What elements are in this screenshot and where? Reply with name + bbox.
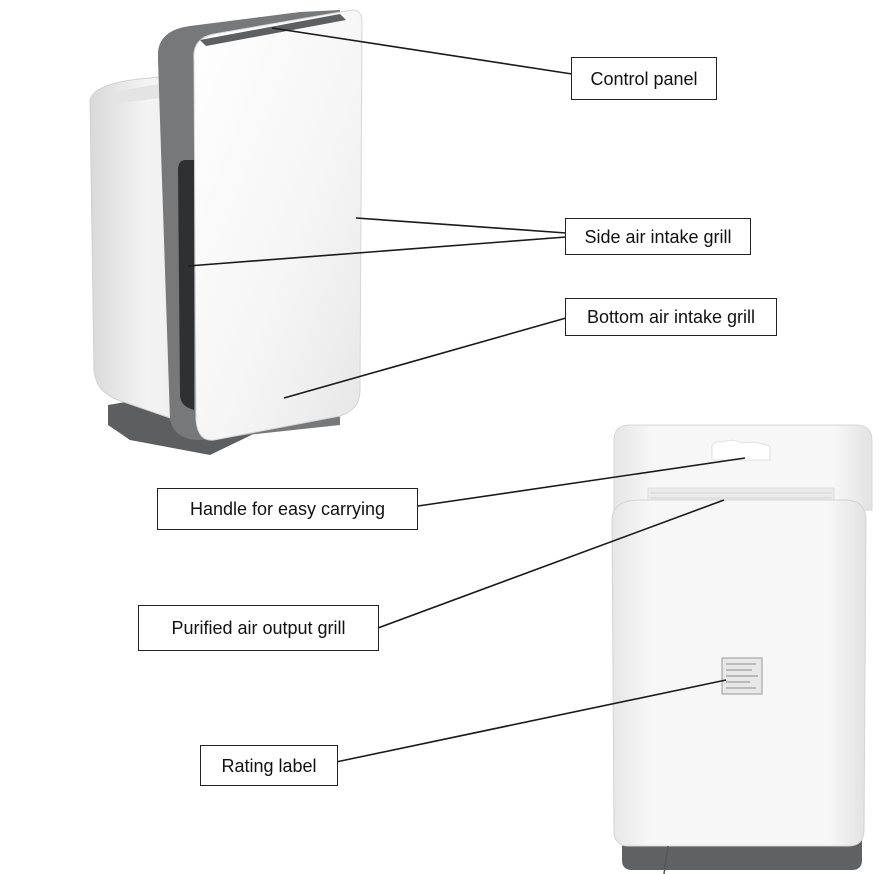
leader-handle xyxy=(417,457,746,507)
leader-bottom-grill xyxy=(283,317,567,399)
label-control-panel: Control panel xyxy=(571,57,717,100)
power-cord xyxy=(663,845,669,874)
purifier-front-panel xyxy=(193,9,363,441)
rear-base xyxy=(622,840,862,870)
leader-side-grill-a xyxy=(355,217,567,234)
purifier-top-vent xyxy=(112,84,160,104)
leader-side-grill-b xyxy=(187,236,567,267)
label-bottom-air-intake-grill: Bottom air intake grill xyxy=(565,298,777,336)
leader-control-panel xyxy=(271,27,573,75)
leader-lines xyxy=(187,27,746,763)
label-rating-label: Rating label xyxy=(200,745,338,786)
leader-output-grill xyxy=(377,499,725,629)
label-handle: Handle for easy carrying xyxy=(157,488,418,530)
leader-rating-label xyxy=(335,679,727,763)
label-purified-air-output-grill: Purified air output grill xyxy=(138,605,379,651)
handle-recess xyxy=(711,439,771,461)
control-panel xyxy=(200,14,346,46)
purifier-front-view xyxy=(89,9,363,455)
purifier-rear-view xyxy=(611,424,873,874)
label-side-air-intake-grill: Side air intake grill xyxy=(565,218,751,255)
rating-label-lines xyxy=(726,663,758,689)
side-air-intake-grill xyxy=(178,160,194,410)
